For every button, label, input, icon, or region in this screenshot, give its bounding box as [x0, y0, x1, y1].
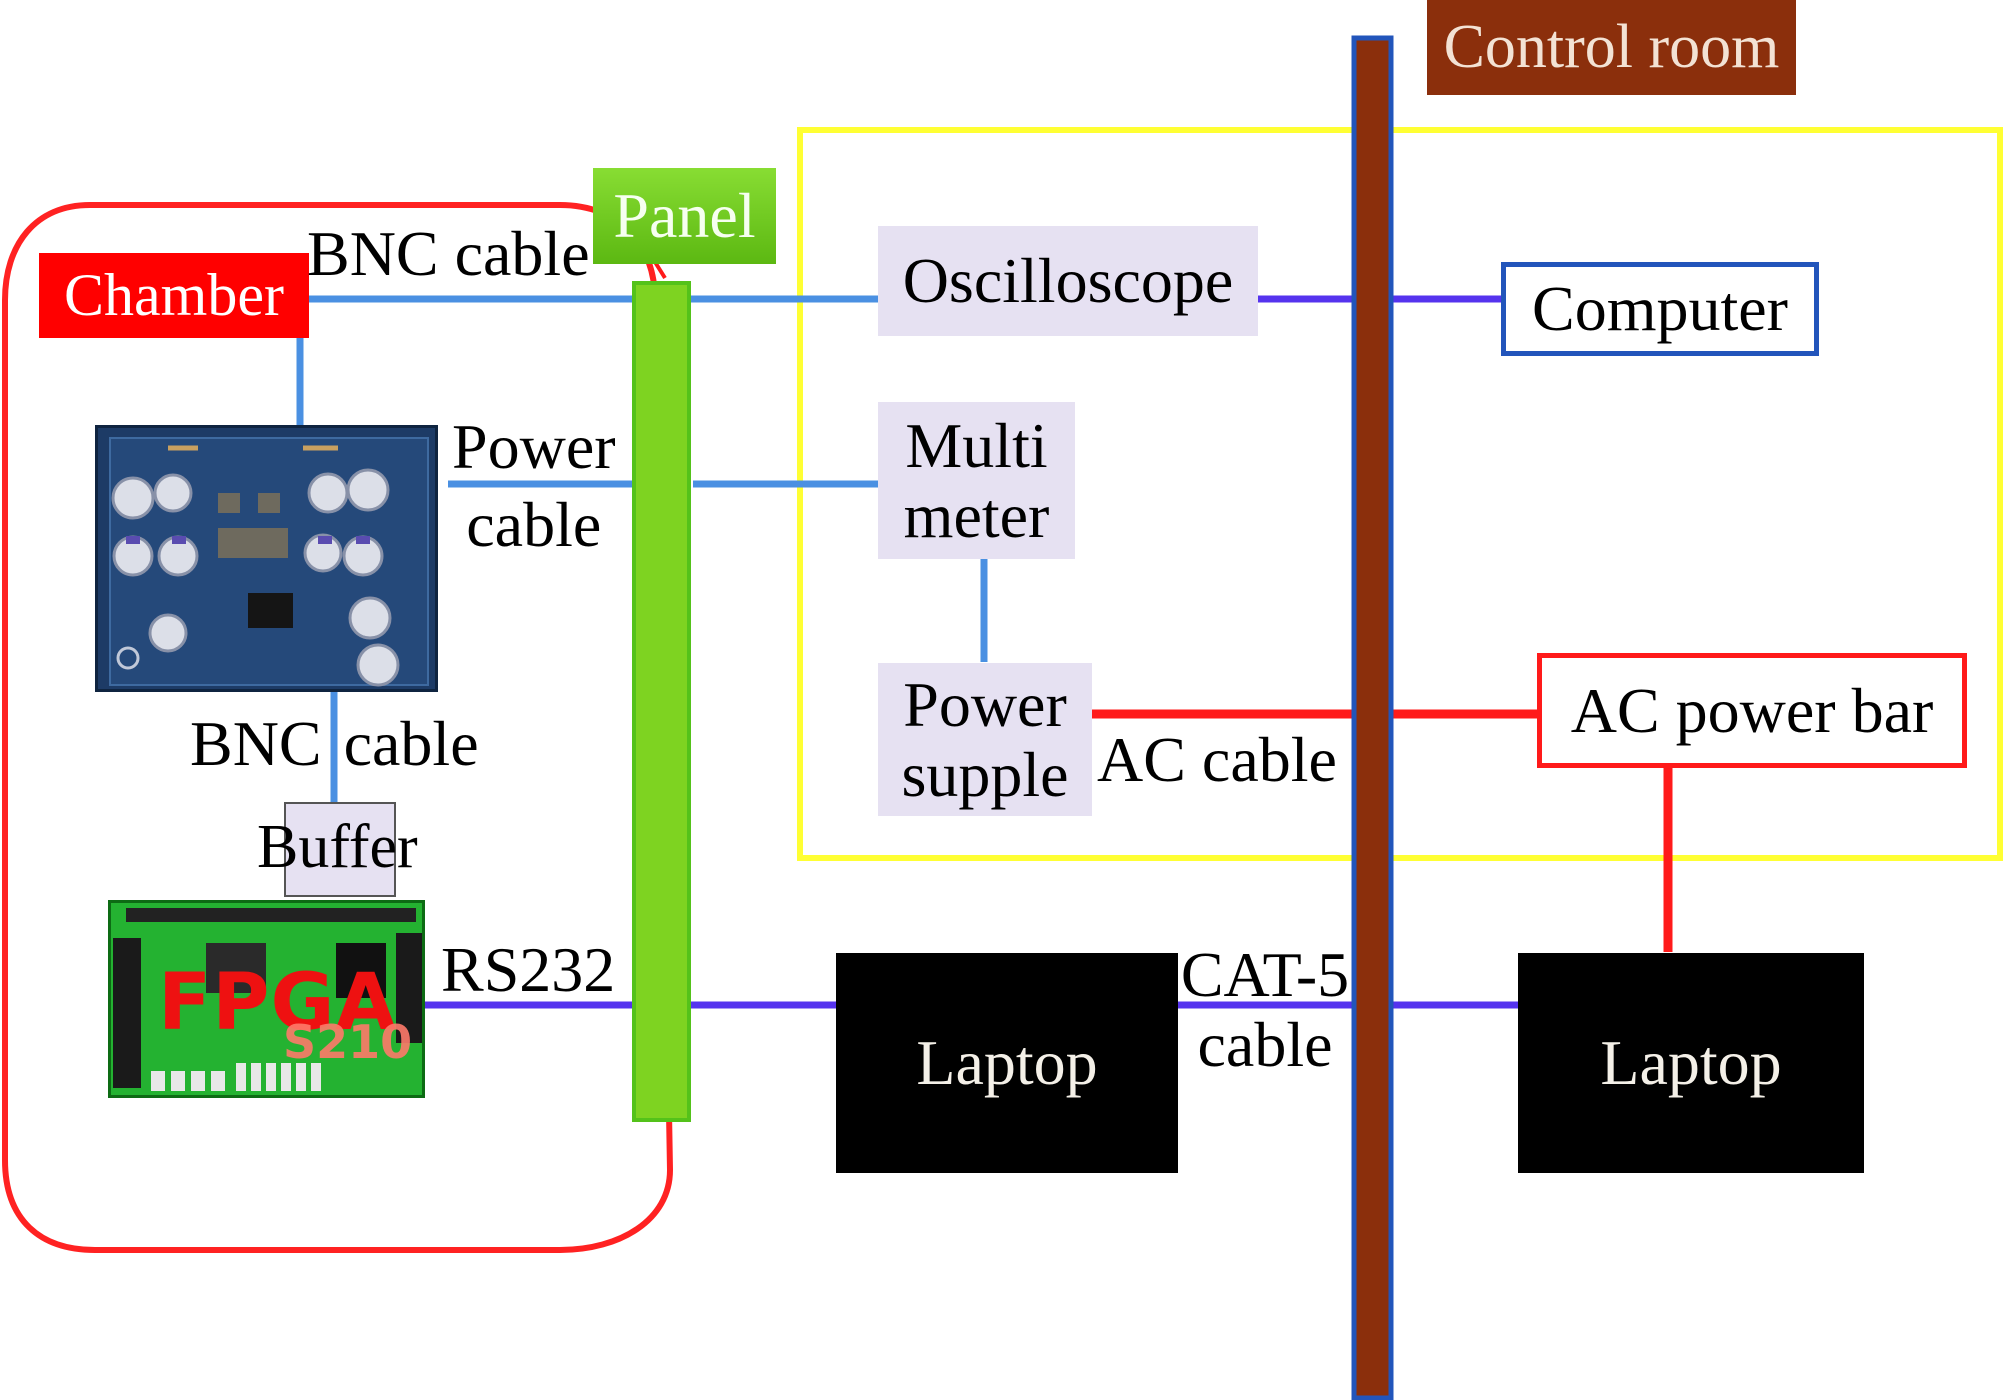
power-supply-text: Power supple — [901, 669, 1069, 810]
control-room-label: Control room — [1427, 0, 1796, 95]
rs232-label: RS232 — [441, 934, 616, 1005]
power-cable-label: Power cable — [452, 411, 616, 561]
fpga-board-graphic — [111, 903, 422, 1095]
panel-label: Panel — [593, 168, 776, 264]
fpga-board-image — [108, 900, 425, 1098]
laptop-left-text: Laptop — [916, 1027, 1098, 1099]
fpga-sublabel: S210 — [283, 1015, 413, 1069]
buffer-node — [284, 802, 396, 897]
bnc-cable-top-label: BNC cable — [307, 218, 590, 289]
power-supply-node: Power supple — [878, 663, 1092, 816]
cat5-cable-label: CAT-5 cable — [1180, 939, 1350, 1081]
power-board-graphic — [98, 428, 435, 689]
chamber-label: Chamber — [39, 253, 309, 338]
laptop-left-node: Laptop — [836, 953, 1178, 1173]
computer-text: Computer — [1532, 273, 1788, 345]
bnc-cable-mid-label: BNC cable — [190, 708, 479, 779]
ac-cable-label: AC cable — [1097, 724, 1337, 795]
multimeter-text: Multi meter — [903, 410, 1050, 551]
panel-bar — [632, 281, 691, 1122]
ac-power-bar-node: AC power bar — [1537, 653, 1967, 768]
lab-equipment-frame — [797, 127, 2003, 861]
control-room-wall — [1351, 35, 1394, 1400]
oscilloscope-text: Oscilloscope — [902, 245, 1234, 317]
chamber-text: Chamber — [64, 262, 284, 329]
power-board-image — [95, 425, 438, 692]
computer-node: Computer — [1501, 262, 1819, 356]
ac-power-bar-text: AC power bar — [1570, 674, 1934, 746]
laptop-right-node: Laptop — [1518, 953, 1864, 1173]
panel-text: Panel — [613, 180, 756, 252]
multimeter-node: Multi meter — [878, 402, 1075, 559]
fpga-label: FPGA — [158, 958, 397, 1048]
oscilloscope-node: Oscilloscope — [878, 226, 1258, 336]
panel-to-chamber-red-tick — [653, 260, 667, 280]
control-room-text: Control room — [1443, 13, 1780, 82]
laptop-right-text: Laptop — [1600, 1027, 1782, 1099]
buffer-text: Buffer — [257, 813, 418, 881]
